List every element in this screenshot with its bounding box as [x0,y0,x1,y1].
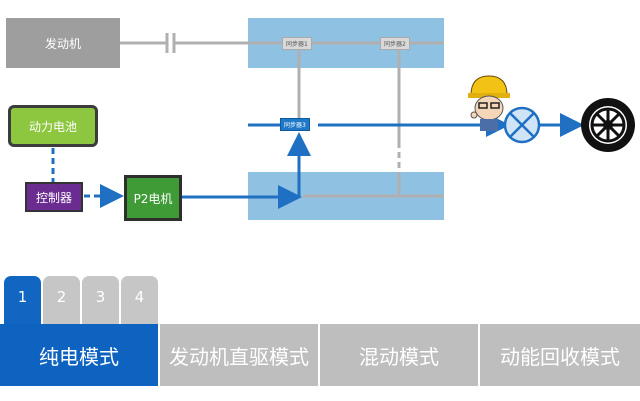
mode-button-ev[interactable]: 纯电模式 [0,324,160,386]
sync2-label: 同步器2 [380,37,410,50]
mode-button-engine-direct[interactable]: 发动机直驱模式 [160,324,320,386]
engine-block: 发动机 [6,18,120,68]
tab-2[interactable]: 2 [43,276,80,324]
clutch-cross-icon [503,106,541,144]
tab-1[interactable]: 1 [4,276,41,324]
tab-3[interactable]: 3 [82,276,119,324]
controller-block: 控制器 [25,182,83,212]
step-tabs: 1 2 3 4 [4,276,160,324]
mechanic-avatar-icon [468,75,510,131]
p2-motor-block: P2电机 [124,175,182,221]
mode-button-hybrid[interactable]: 混动模式 [320,324,480,386]
sync1-label: 同步器1 [282,37,312,50]
wheel-icon [581,98,635,152]
mode-button-regen[interactable]: 动能回收模式 [480,324,640,386]
tab-4[interactable]: 4 [121,276,158,324]
battery-block: 动力电池 [8,105,98,147]
mode-bar: 纯电模式 发动机直驱模式 混动模式 动能回收模式 [0,324,640,386]
sync3-label: 同步器3 [280,118,310,131]
